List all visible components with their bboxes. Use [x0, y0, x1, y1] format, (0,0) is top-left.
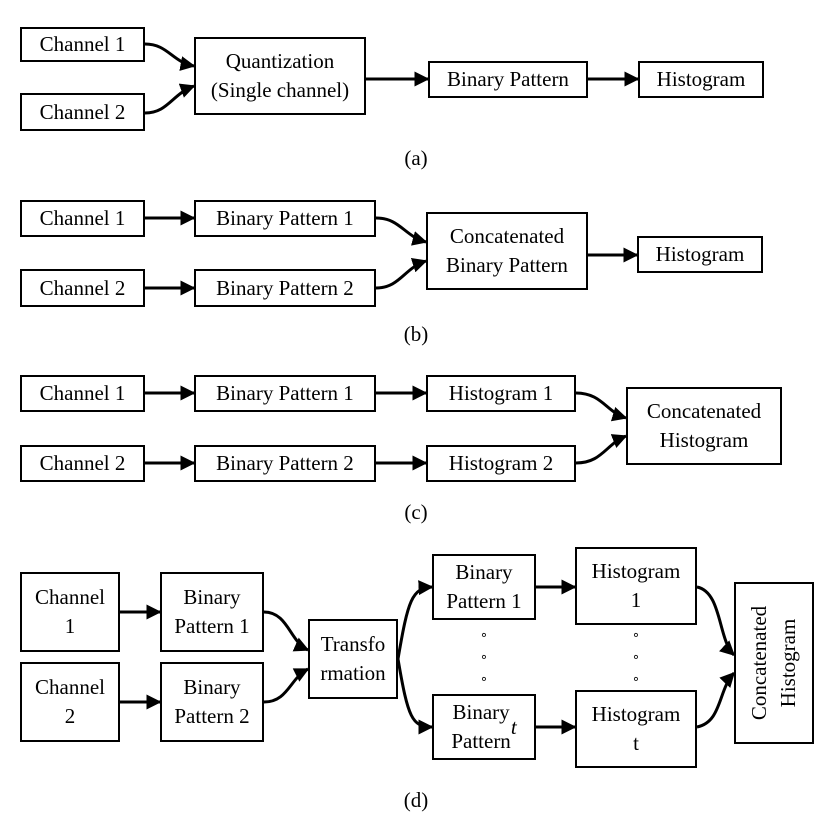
d-arrow-bp1-trans: [263, 610, 310, 652]
channel-1-box: Channel 1: [20, 27, 145, 62]
channel-2-box: Channel 2: [20, 93, 145, 131]
channel-2-box: Channel 2: [20, 662, 120, 742]
d-arrow-h1-ch: [696, 585, 736, 657]
ellipsis-histograms: ∘ ∘ ∘: [631, 628, 641, 687]
binary-pattern-2-box: Binary Pattern 2: [194, 269, 376, 307]
a-arrow-ch2-quant: [144, 83, 196, 115]
d-arrow-bp2-trans: [263, 667, 310, 704]
quantization-box: Quantization (Single channel): [194, 37, 366, 115]
channel-1-box: Channel 1: [20, 200, 145, 237]
index-t-italic: t: [510, 714, 517, 739]
binary-pattern-1-box: Binary Pattern 1: [194, 200, 376, 237]
concatenated-histogram-box: Concatenated Histogram: [734, 582, 814, 744]
c-arrow-h1-ch: [575, 391, 628, 422]
ellipsis-binary-patterns: ∘ ∘ ∘: [479, 628, 489, 687]
channel-1-box: Channel 1: [20, 572, 120, 652]
histogram-t-box: Histogram t: [575, 690, 697, 768]
binary-pattern-2-box: Binary Pattern 2: [160, 662, 264, 742]
c-arrow-h2-ch: [575, 434, 628, 465]
transformation-box: Transfo rmation: [308, 619, 398, 699]
b-arrow-bp1-cbp: [375, 216, 428, 246]
a-arrow-ch1-quant: [144, 42, 196, 71]
d-arrow-trans-obp1: [396, 580, 434, 660]
d-arrow-ht-ch: [696, 671, 736, 729]
histogram-box: Histogram: [637, 236, 763, 273]
histogram-box: Histogram: [638, 61, 764, 98]
binary-pattern-1-box: Binary Pattern 1: [160, 572, 264, 652]
b-arrow-bp2-cbp: [375, 257, 428, 290]
output-binary-pattern-t-box: Binary Pattern t: [432, 694, 536, 760]
binary-pattern-box: Binary Pattern: [428, 61, 588, 98]
panel-d-caption: (d): [403, 788, 429, 812]
binary-pattern-1-box: Binary Pattern 1: [194, 375, 376, 412]
d-arrow-trans-obpt: [396, 658, 434, 735]
panel-b-caption: (b): [403, 322, 429, 346]
panel-c-caption: (c): [404, 500, 428, 524]
output-binary-pattern-1-box: Binary Pattern 1: [432, 554, 536, 620]
concatenated-histogram-label: Concatenated Histogram: [747, 605, 800, 721]
channel-2-box: Channel 2: [20, 269, 145, 307]
concatenated-histogram-box: Concatenated Histogram: [626, 387, 782, 465]
channel-1-box: Channel 1: [20, 375, 145, 412]
histogram-1-box: Histogram 1: [575, 547, 697, 625]
histogram-1-box: Histogram 1: [426, 375, 576, 412]
binary-pattern-2-box: Binary Pattern 2: [194, 445, 376, 482]
panel-a-caption: (a): [404, 146, 428, 170]
histogram-2-box: Histogram 2: [426, 445, 576, 482]
channel-2-box: Channel 2: [20, 445, 145, 482]
concatenated-binary-pattern-box: Concatenated Binary Pattern: [426, 212, 588, 290]
